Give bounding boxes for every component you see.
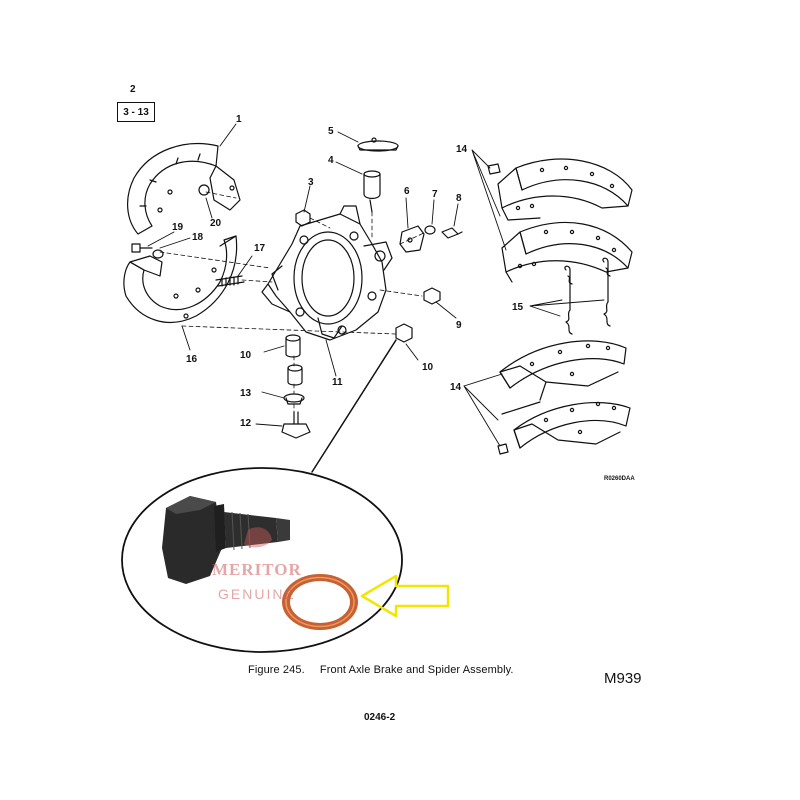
callout-8: 8 [456,193,462,204]
bolt-9 [423,287,441,305]
washer-18 [152,249,164,259]
brake-shoe-lower-2 [501,401,631,449]
meritor-emblem [244,527,272,548]
figure-caption: Figure 245. Front Axle Brake and Spider … [248,664,514,676]
callout-20: 20 [210,218,222,229]
reference-box: 3 - 13 [117,102,155,122]
bolt-8 [441,227,463,239]
callout-10-left: 10 [240,350,252,361]
leader-lines [147,123,605,447]
callout-12: 12 [240,418,252,429]
reference-number: 2 [130,84,136,95]
seal-stack [287,364,303,386]
plug-10-right [395,323,413,343]
model-number: M939 [604,670,642,687]
bushing-10-left [285,334,301,358]
cam-12 [281,411,311,439]
bracket-6 [399,225,425,253]
copper-washer [282,574,358,630]
bushing-4 [363,170,381,213]
bolt-19 [131,243,153,253]
detail-ellipse [121,467,403,653]
callout-7: 7 [432,189,438,200]
return-spring-right [602,257,611,327]
callout-15: 15 [512,302,524,313]
callout-1: 1 [236,114,242,125]
figure-number: Figure 245. [248,664,305,676]
watermark-tagline: GENUINE [218,586,296,602]
washer-7 [424,225,436,235]
dust-shield-upper [127,142,241,235]
callout-14-upper: 14 [456,144,468,155]
callout-16: 16 [186,354,198,365]
drain-plug-bolt [162,496,290,584]
callout-19: 19 [172,222,184,233]
callout-4: 4 [328,155,334,166]
brake-shoe-lower [499,340,627,401]
callout-9: 9 [456,320,462,331]
callout-18: 18 [192,232,204,243]
assembly-guides [159,191,427,413]
anchor-pins [487,163,509,455]
drawing-code: R0260DAA [604,476,635,482]
return-spring-left [564,265,573,335]
callout-10-right: 10 [422,362,434,373]
cap-5 [357,137,399,152]
brake-spider [261,205,393,341]
highlight-arrow [360,574,450,618]
figure-title: Front Axle Brake and Spider Assembly. [319,664,514,676]
callout-13: 13 [240,388,252,399]
callout-17: 17 [254,243,266,254]
callout-3: 3 [308,177,314,188]
detail-leader [311,339,397,473]
nut-3 [295,209,311,227]
callout-14-lower: 14 [450,382,462,393]
page-number: 0246-2 [364,712,396,723]
dust-shield-lower [123,235,238,323]
seal-13 [283,393,305,405]
brake-shoe-upper [497,158,633,221]
callout-5: 5 [328,126,334,137]
spring-17 [215,275,245,287]
watermark-brand: MERITOR [212,560,302,579]
callout-6: 6 [404,186,410,197]
callout-11: 11 [332,377,343,388]
brake-shoe-upper-2 [501,221,633,283]
